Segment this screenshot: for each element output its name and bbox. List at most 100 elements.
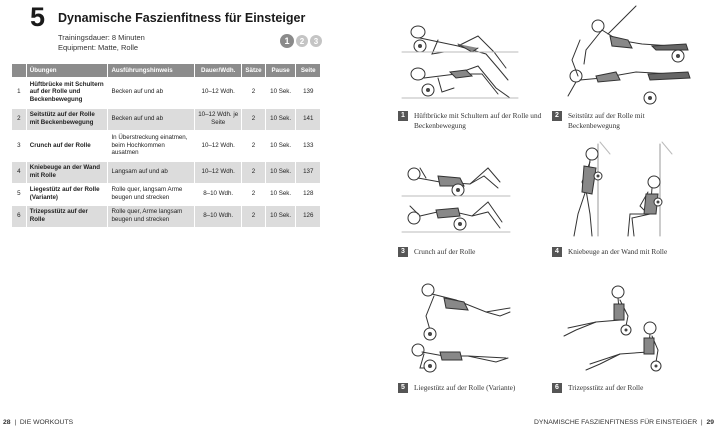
table-row: 3 Crunch auf der Rolle In Überstreckung … bbox=[12, 130, 321, 162]
exercise-hint: Rolle quer, langsam Arme beugen und stre… bbox=[107, 183, 196, 206]
chapter-number: 5 bbox=[30, 2, 46, 32]
push-up-figure-bottom bbox=[411, 343, 509, 373]
level-indicator: 1 2 3 bbox=[280, 34, 322, 48]
col-header-hint: Ausführungshinweis bbox=[107, 64, 196, 77]
exercise-duration: 10–12 Wdh. bbox=[194, 161, 243, 184]
table-row: 2 Seitstütz auf der Rolle mit Beckenbewe… bbox=[12, 108, 321, 131]
col-header-exercise: Übungen bbox=[26, 64, 109, 77]
row-number: 6 bbox=[12, 205, 27, 228]
footer-left: 28 | DIE WORKOUTS bbox=[3, 419, 73, 426]
exercise-name: Hüftbrücke mit Schultern auf der Rolle u… bbox=[26, 77, 109, 109]
exercise-hint: Langsam auf und ab bbox=[107, 161, 196, 184]
row-number: 4 bbox=[12, 161, 27, 184]
caption-number: 5 bbox=[398, 383, 408, 393]
table-row: 1 Hüftbrücke mit Schultern auf der Rolle… bbox=[12, 77, 321, 109]
caption-text: Trizepsstütz auf der Rolle bbox=[568, 383, 644, 392]
exercise-pause: 10 Sek. bbox=[265, 130, 297, 162]
exercise-sets: 2 bbox=[241, 205, 266, 228]
exercise-page: 139 bbox=[295, 77, 321, 109]
exercise-hint: Rolle quer, Arme langsam beugen und stre… bbox=[107, 205, 196, 228]
caption-number: 3 bbox=[398, 247, 408, 257]
row-number: 2 bbox=[12, 108, 27, 131]
crunch-illustration bbox=[401, 167, 511, 233]
triceps-dip-figure-top bbox=[563, 285, 632, 337]
col-header-sets: Sätze bbox=[241, 64, 266, 77]
workout-table: Übungen Ausführungshinweis Dauer/Wdh. Sä… bbox=[12, 64, 321, 228]
side-plank-illustration bbox=[567, 5, 691, 105]
exercise-hint: Becken auf und ab bbox=[107, 77, 196, 109]
training-duration: Trainingsdauer: 8 Minuten bbox=[58, 33, 145, 42]
right-page: 1 Hüftbrücke mit Schultern auf der Rolle … bbox=[360, 0, 720, 428]
caption-text: Hüftbrücke mit Schultern auf der Rolle u… bbox=[414, 111, 542, 130]
footer-section-left: DIE WORKOUTS bbox=[19, 419, 74, 426]
triceps-dip-figure-bottom bbox=[585, 321, 662, 372]
col-header-page: Seite bbox=[295, 64, 321, 77]
hip-bridge-figure-bottom bbox=[401, 65, 519, 99]
exercise-duration: 10–12 Wdh. je Seite bbox=[194, 108, 243, 131]
exercise-page: 128 bbox=[295, 183, 321, 206]
footer-divider: | bbox=[12, 419, 18, 426]
hip-bridge-illustration bbox=[401, 25, 519, 99]
exercise-pause: 10 Sek. bbox=[265, 205, 297, 228]
caption-number: 6 bbox=[552, 383, 562, 393]
footer-page-number-left: 28 bbox=[3, 419, 11, 426]
exercise-name: Seitstütz auf der Rolle mit Beckenbewegu… bbox=[26, 108, 109, 131]
col-header-pause: Pause bbox=[265, 64, 297, 77]
push-up-figure-top bbox=[421, 283, 511, 341]
exercise-sets: 2 bbox=[241, 77, 266, 109]
level-step-1: 1 bbox=[280, 34, 294, 48]
caption-6: 6 Trizepsstütz auf der Rolle bbox=[552, 383, 702, 393]
crunch-figure-top bbox=[401, 167, 511, 197]
crunch-figure-bottom bbox=[401, 201, 511, 233]
caption-number: 1 bbox=[398, 111, 408, 121]
caption-text: Liegestütz auf der Rolle (Variante) bbox=[414, 383, 516, 392]
exercise-name: Kniebeuge an der Wand mit Rolle bbox=[26, 161, 109, 184]
exercise-duration: 10–12 Wdh. bbox=[194, 130, 243, 162]
side-plank-figure-bottom bbox=[567, 39, 691, 105]
exercise-pause: 10 Sek. bbox=[265, 77, 297, 109]
triceps-dip-illustration bbox=[563, 285, 662, 372]
row-number: 1 bbox=[12, 77, 27, 109]
exercise-hint: Becken auf und ab bbox=[107, 108, 196, 131]
exercise-name: Crunch auf der Rolle bbox=[26, 130, 109, 162]
exercise-name: Liegestütz auf der Rolle (Variante) bbox=[26, 183, 109, 206]
level-step-3: 3 bbox=[310, 35, 322, 47]
exercise-sets: 2 bbox=[241, 108, 266, 131]
equipment: Equipment: Matte, Rolle bbox=[58, 43, 139, 52]
col-header-duration: Dauer/Wdh. bbox=[194, 64, 243, 77]
footer-page-number-right: 29 bbox=[706, 419, 714, 426]
caption-3: 3 Crunch auf der Rolle bbox=[398, 247, 548, 257]
exercise-hint: In Überstreckung einatmen, beim Hochkomm… bbox=[107, 130, 196, 162]
caption-1: 1 Hüftbrücke mit Schultern auf der Rolle … bbox=[398, 111, 548, 131]
hip-bridge-figure-top bbox=[401, 25, 519, 81]
workout-title: Dynamische Faszienfitness für Einsteiger bbox=[58, 11, 306, 25]
exercise-pause: 10 Sek. bbox=[265, 108, 297, 131]
exercise-sets: 2 bbox=[241, 161, 266, 184]
footer-right: DYNAMISCHE FASZIENFITNESS FÜR EINSTEIGER… bbox=[534, 419, 714, 426]
caption-number: 2 bbox=[552, 111, 562, 121]
exercise-duration: 8–10 Wdh. bbox=[194, 205, 243, 228]
exercise-page: 141 bbox=[295, 108, 321, 131]
caption-text: Crunch auf der Rolle bbox=[414, 247, 476, 256]
footer-section-right: DYNAMISCHE FASZIENFITNESS FÜR EINSTEIGER bbox=[533, 419, 698, 426]
wall-squat-figure-right bbox=[627, 141, 673, 237]
side-plank-figure-top bbox=[583, 5, 689, 65]
caption-number: 4 bbox=[552, 247, 562, 257]
level-step-2: 2 bbox=[296, 35, 308, 47]
left-page: 5 Dynamische Faszienfitness für Einsteig… bbox=[3, 2, 322, 426]
table-header-row: Übungen Ausführungshinweis Dauer/Wdh. Sä… bbox=[12, 64, 321, 77]
exercise-page: 126 bbox=[295, 205, 321, 228]
exercise-page: 133 bbox=[295, 130, 321, 162]
exercise-sets: 2 bbox=[241, 130, 266, 162]
table-row: 5 Liegestütz auf der Rolle (Variante) Ro… bbox=[12, 183, 321, 206]
exercise-page: 137 bbox=[295, 161, 321, 184]
workout-meta: Trainingsdauer: 8 Minuten Equipment: Mat… bbox=[58, 33, 145, 53]
row-number: 5 bbox=[12, 183, 27, 206]
table-row: 6 Trizepsstütz auf der Rolle Rolle quer,… bbox=[12, 205, 321, 228]
exercise-sets: 2 bbox=[241, 183, 266, 206]
wall-squat-figure-left bbox=[573, 141, 611, 237]
exercise-duration: 8–10 Wdh. bbox=[194, 183, 243, 206]
wall-squat-illustration bbox=[573, 141, 673, 237]
